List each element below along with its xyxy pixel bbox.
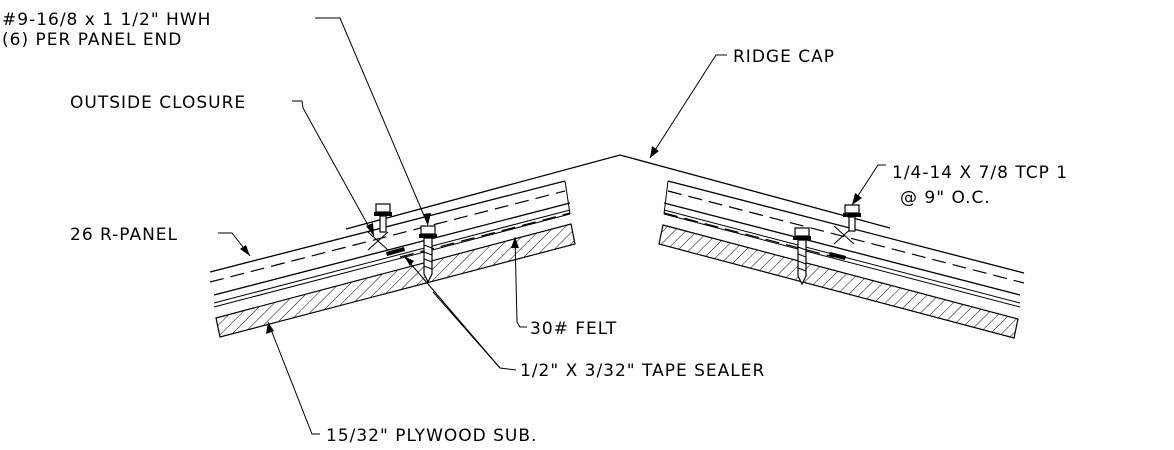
r-panel-rib-left xyxy=(213,202,571,296)
hwh-screw-left-long xyxy=(419,225,437,284)
leader-tape-sealer-2 xyxy=(432,291,501,369)
label-tcp-line2: @ 9" O.C. xyxy=(900,188,991,208)
tape-sealer-right xyxy=(829,252,846,260)
r-panel-end-left xyxy=(564,180,571,215)
leader-ridge-cap xyxy=(649,54,727,159)
label-tcp-line1: 1/4-14 X 7/8 TCP 1 xyxy=(892,163,1068,183)
leader-outside-closure xyxy=(292,100,375,237)
leader-hwh-screw xyxy=(315,17,429,226)
felt-line-right-1 xyxy=(663,213,1021,308)
tcp-screw-right xyxy=(843,204,861,232)
label-felt: 30# FELT xyxy=(530,319,617,339)
plywood-substrate-right xyxy=(658,224,1019,339)
r-panel-rib-right xyxy=(663,202,1021,296)
r-panel-top-right xyxy=(667,180,1025,274)
leader-tcp-screw xyxy=(851,164,886,206)
hwh-screw-right-long xyxy=(793,227,811,286)
label-r-panel: 26 R-PANEL xyxy=(70,225,178,245)
r-panel-dash-right xyxy=(667,190,1025,284)
r-panel-dash-left xyxy=(209,190,566,283)
label-hwh-screw-line1: #9-16/8 x 1 1/2" HWH xyxy=(2,10,211,30)
felt-line-left-2 xyxy=(213,209,571,304)
r-panel-top-left xyxy=(209,180,566,273)
label-hwh-screw-line2: (6) PER PANEL END xyxy=(2,30,182,50)
closure-left-x2 xyxy=(367,231,389,251)
label-ridge-cap: RIDGE CAP xyxy=(733,47,835,67)
felt-line-left-1 xyxy=(213,213,571,308)
leader-felt xyxy=(514,236,527,328)
label-outside-closure: OUTSIDE CLOSURE xyxy=(70,93,246,113)
tape-sealer-left xyxy=(386,247,405,256)
label-plywood: 15/32" PLYWOOD SUB. xyxy=(326,426,537,446)
underlay-dash-right xyxy=(663,212,835,258)
label-tape-sealer: 1/2" X 3/32" TAPE SEALER xyxy=(520,361,765,381)
leader-plywood xyxy=(267,321,320,435)
ridge-cap xyxy=(345,154,891,230)
plywood-substrate-left xyxy=(215,223,576,338)
hwh-screw-left xyxy=(374,203,392,233)
r-panel-end-right xyxy=(663,180,669,215)
